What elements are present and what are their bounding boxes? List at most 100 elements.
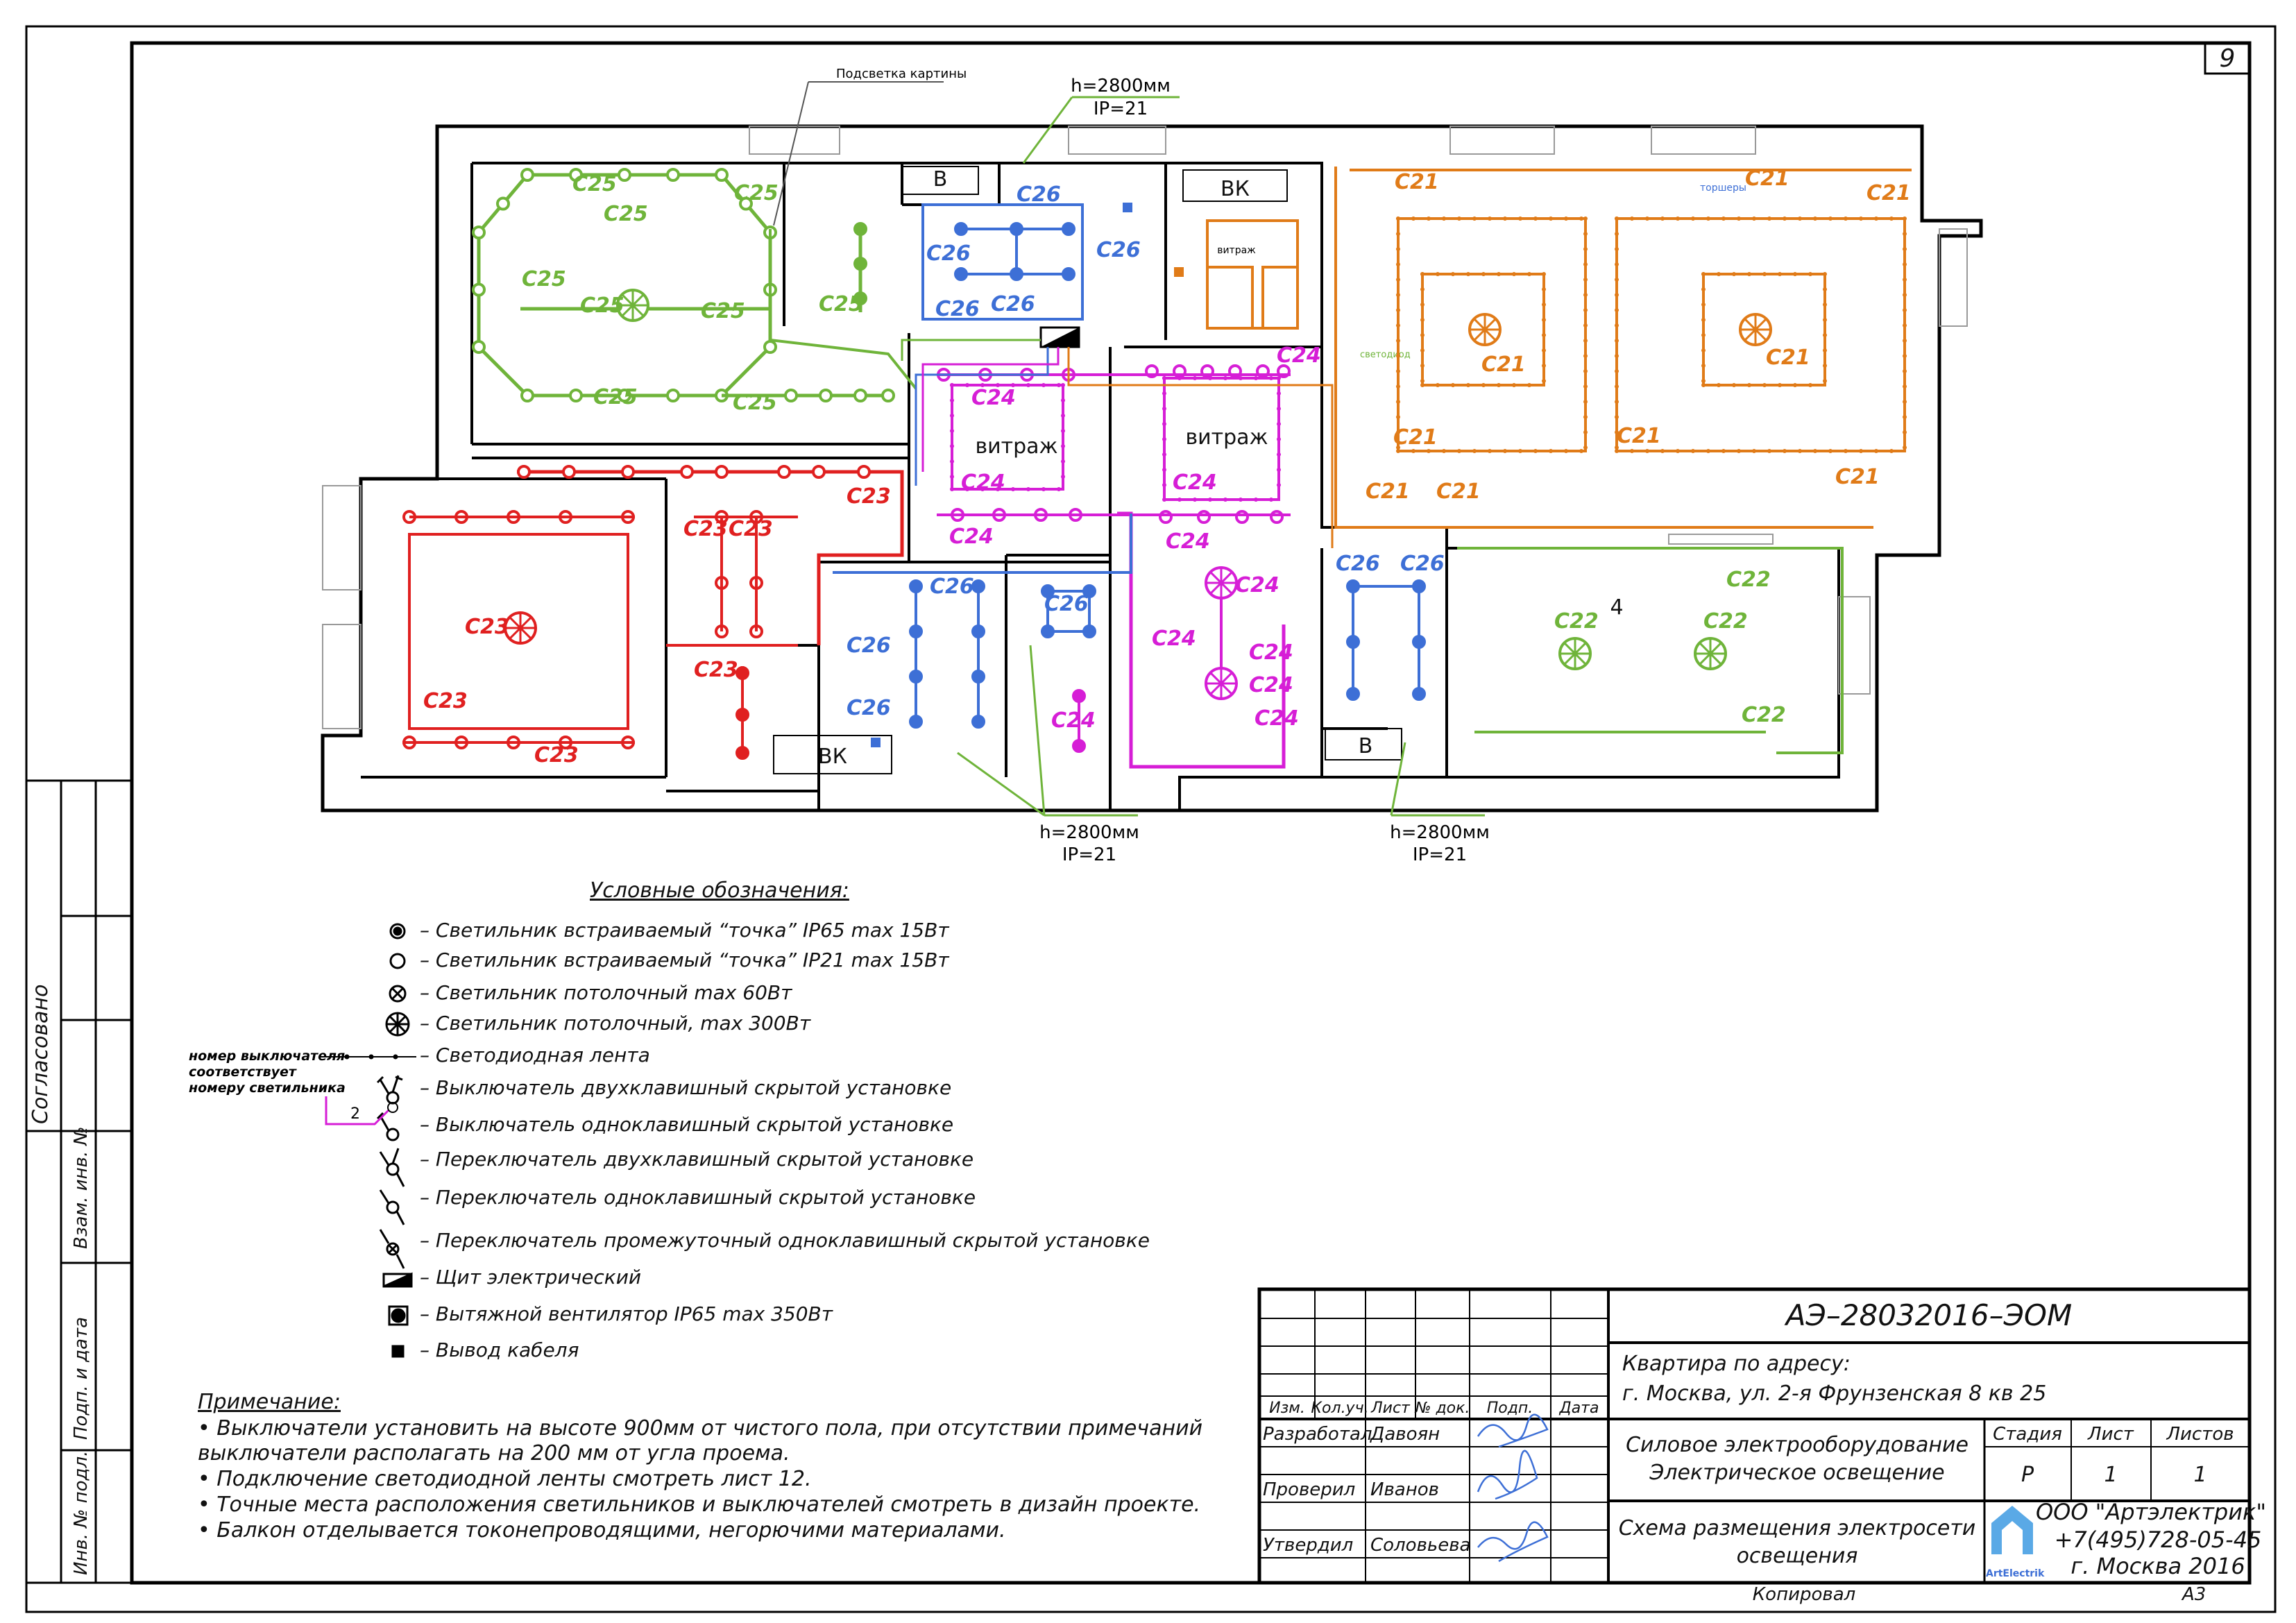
circuit-wire	[1334, 167, 1873, 529]
circuit-label-c25: С25	[819, 292, 863, 316]
led-strip-points	[950, 383, 1065, 491]
recessed-spot-ip21-icon	[819, 389, 833, 402]
sheet-title-line-2: освещения	[1737, 1544, 1858, 1568]
electrical-panel-icon	[382, 1272, 413, 1288]
company-name: ООО "Артэлектрик"	[2036, 1499, 2266, 1525]
role-approver: Утвердил	[1263, 1535, 1353, 1556]
circuit-label-c21: С21	[1617, 424, 1661, 448]
recessed-spot-ip21-icon	[1270, 510, 1284, 524]
legend-item-electrical-panel: – Щит электрический	[420, 1266, 641, 1289]
note-line-4: • Точные места расположения светильников…	[198, 1493, 1200, 1517]
led-label: светодиод	[1360, 350, 1411, 360]
legend-item-recessed-spot-ip21: – Светильник встраиваемый “точка” IP21 m…	[420, 949, 949, 971]
note-line-1: • Выключатели установить на высоте 900мм…	[198, 1416, 1202, 1441]
recessed-spot-ip21-icon	[812, 465, 826, 479]
recessed-spot-ip21-icon	[520, 168, 534, 182]
circuit-label-c26: С26	[991, 292, 1035, 316]
company-phone: +7(495)728-05-45	[2055, 1527, 2262, 1553]
circuit-wire	[402, 516, 635, 744]
circuit-label-c26: С26	[1400, 552, 1445, 576]
recessed-spot-ip21-icon	[389, 953, 406, 969]
recessed-spot-ip65-icon	[853, 257, 867, 271]
recessed-spot-ip21-icon	[618, 168, 631, 182]
intermediate-switch-icon	[379, 1229, 405, 1269]
circuit-label-c25: С25	[734, 181, 779, 205]
vitrazh-label-1: витраж	[975, 434, 1057, 459]
circuit-label-c23: С23	[729, 517, 773, 541]
circuit-wire	[694, 516, 798, 631]
side-stamp-inventory: Инв. № подл.	[71, 1451, 92, 1575]
circuit-wire	[901, 339, 1041, 361]
recessed-spot-ip21-icon	[520, 389, 534, 402]
recessed-spot-ip21-icon	[777, 465, 791, 479]
recessed-spot-ip21-icon	[739, 196, 753, 211]
legend-title: Условные обозначения:	[590, 878, 849, 903]
led-strip-points	[1615, 216, 1907, 453]
circuit-label-c23: С23	[847, 484, 891, 509]
circuit-wire	[517, 470, 904, 645]
notes-title: Примечание:	[198, 1390, 341, 1414]
recessed-spot-ip21-icon	[569, 168, 583, 182]
legend-item-switch-double: – Выключатель двухклавишный скрытой уста…	[420, 1076, 951, 1099]
recessed-spot-ip65-icon	[853, 291, 867, 305]
sheet-title-line-1: Схема размещения электросети	[1619, 1516, 1976, 1540]
vitrazh-label-2: витраж	[1185, 425, 1268, 450]
circuit-label-c21: С21	[1395, 170, 1439, 194]
exhaust-fan-icon	[388, 1305, 409, 1326]
ceiling-lamp-300w-icon	[1558, 637, 1592, 670]
recessed-spot-ip21-icon	[1235, 510, 1249, 524]
role-checker: Проверил	[1263, 1479, 1355, 1500]
recessed-spot-ip21-icon	[680, 465, 694, 479]
circuit-label-c26: С26	[935, 297, 980, 321]
col-list: Лист	[1370, 1400, 1411, 1417]
col-doc: № док.	[1415, 1400, 1470, 1417]
circuit-label-c22: С22	[1703, 609, 1748, 634]
room-v1-label: В	[933, 167, 948, 192]
circuit-label-c24: С24	[1235, 573, 1279, 597]
callout-1-height: h=2800мм	[1071, 76, 1171, 96]
circuit-label-c26: С26	[1336, 552, 1380, 576]
circuit-wire	[921, 203, 1084, 321]
floor-plan	[321, 124, 1983, 813]
col-date: Дата	[1559, 1400, 1599, 1417]
recessed-spot-ip21-icon	[562, 465, 576, 479]
circuit-label-c26: С26	[1096, 238, 1141, 262]
svg-text:ArtElectrik: ArtElectrik	[1986, 1568, 2045, 1579]
callout-2-height: h=2800мм	[1039, 822, 1139, 843]
recessed-spot-ip21-icon	[784, 389, 798, 402]
name-approver: Соловьева	[1370, 1535, 1471, 1556]
recessed-spot-ip21-icon	[517, 465, 531, 479]
circuit-label-c24: С24	[949, 525, 994, 549]
circuit-wire	[1352, 585, 1420, 694]
circuit-label-c26: С26	[847, 634, 891, 658]
circuit-label-c23: С23	[683, 517, 728, 541]
note-line-5: • Балкон отделывается токонепроводящими,…	[198, 1518, 1006, 1543]
torshery-label: торшеры	[1700, 182, 1746, 194]
room-vk2-label: ВК	[818, 745, 847, 769]
picture-light-label: Подсветка картины	[836, 67, 967, 81]
circuit-label-c25: С25	[522, 267, 566, 291]
vitrazh-led-frame-inner	[1261, 266, 1299, 330]
recessed-spot-ip65-icon	[853, 222, 867, 236]
circuit-label-c23: С23	[465, 615, 509, 639]
electrical-panel-icon	[1039, 326, 1080, 348]
led-strip-points	[1162, 376, 1281, 502]
ceiling-lamp-300w-icon	[1468, 313, 1502, 346]
circuit-label-c21: С21	[1835, 465, 1880, 489]
recessed-spot-ip21-icon	[763, 340, 777, 354]
legend-icons	[326, 923, 416, 1358]
recessed-spot-ip21-icon	[618, 389, 631, 402]
col-kol: Кол.уч.	[1311, 1400, 1368, 1417]
switch-note-number: 2	[350, 1105, 360, 1123]
role-developer: Разработал	[1263, 1424, 1372, 1445]
title-block	[1257, 1287, 2252, 1585]
circuit-label-c25: С25	[593, 385, 638, 409]
circuit-label-c26: С26	[847, 696, 891, 720]
legend-item-switch-single: – Выключатель одноклавишный скрытой уста…	[420, 1113, 953, 1136]
circuit-label-c25: С25	[701, 299, 745, 323]
circuit-label-c21: С21	[1393, 425, 1438, 450]
legend-item-changeover-single: – Переключатель одноклавишный скрытой ус…	[420, 1186, 976, 1209]
recessed-spot-ip21-icon	[472, 282, 486, 297]
